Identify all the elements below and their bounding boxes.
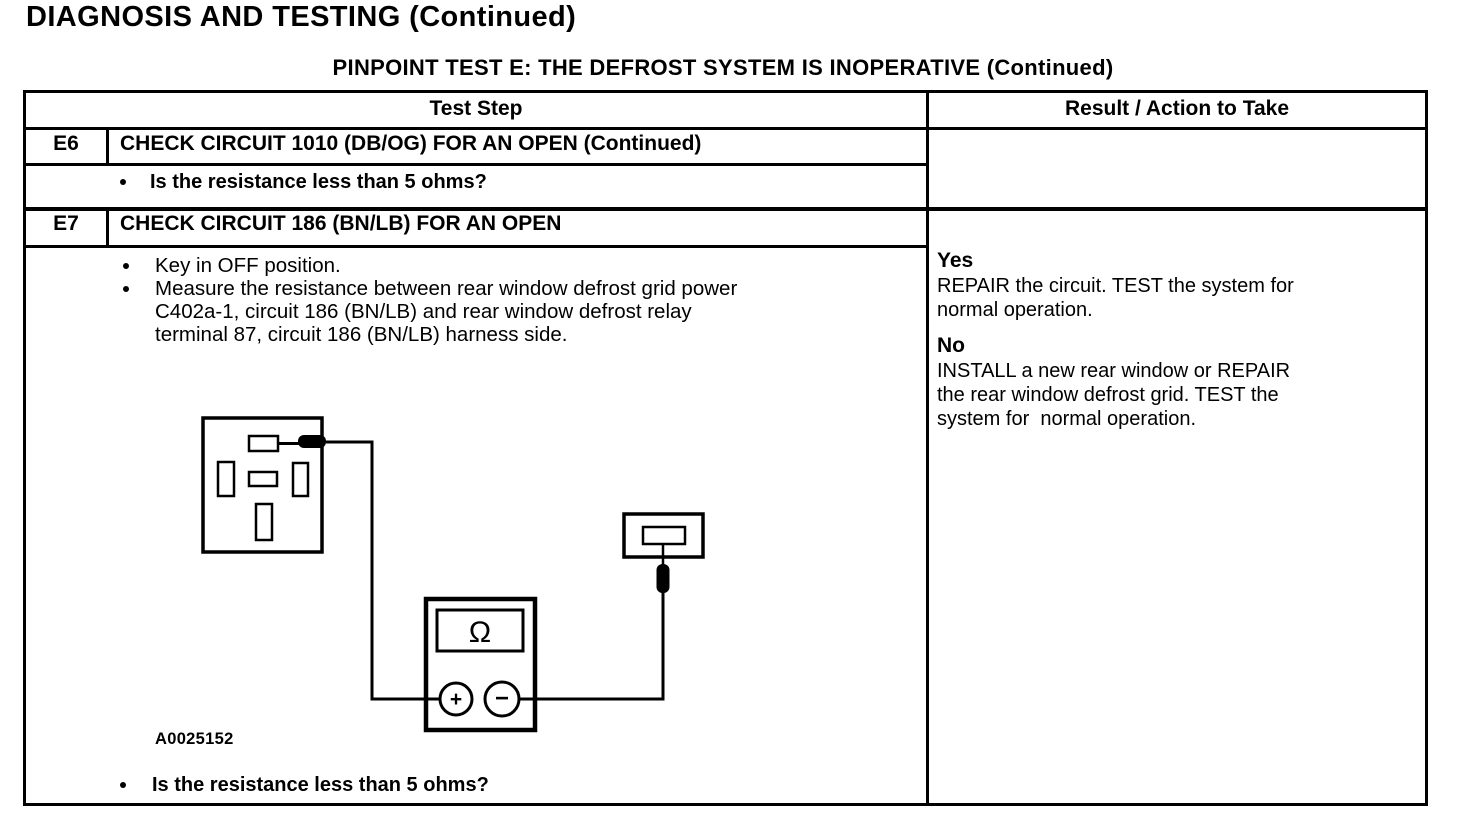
no-action-line: system for normal operation. [937, 408, 1196, 430]
bullet-icon [123, 286, 129, 292]
e6-id-cell: E6 [53, 132, 79, 155]
connector-terminal-bottom [254, 502, 274, 542]
test-probe-right [656, 564, 670, 593]
diagnostic-table: Test Step Result / Action to Take E6 CHE… [23, 90, 1428, 806]
grid-connector [622, 512, 705, 559]
no-label: No [937, 334, 965, 357]
e6-title-cell: CHECK CIRCUIT 1010 (DB/OG) FOR AN OPEN (… [120, 132, 702, 155]
yes-label: Yes [937, 249, 974, 272]
test-step-header: Test Step [429, 97, 523, 120]
e7-question: Is the resistance less than 5 ohms? [152, 774, 489, 796]
wire-right [519, 591, 665, 701]
yes-action-line: normal operation. [937, 299, 1093, 321]
e7-id-cell: E7 [53, 212, 79, 235]
e6-section-bottom-rule [26, 207, 1425, 211]
no-action: INSTALL a new rear window or REPAIR the … [937, 359, 1290, 431]
relay-connector [201, 416, 324, 554]
e7-step-2-line: C402a-1, circuit 186 (BN/LB) and rear wi… [155, 300, 692, 323]
e7-title-bottom-rule [26, 245, 926, 248]
minus-symbol: − [495, 685, 509, 712]
plus-terminal [438, 681, 474, 717]
e7-id-divider [106, 207, 109, 248]
no-action-line: the rear window defrost grid. TEST the [937, 384, 1279, 406]
test-connection-diagram: Ω + − [201, 416, 705, 733]
e7-step-2-line: terminal 87, circuit 186 (BN/LB) harness… [155, 323, 568, 346]
e6-question: Is the resistance less than 5 ohms? [150, 171, 487, 193]
result-header: Result / Action to Take [1064, 97, 1290, 120]
connector-terminal-right [291, 461, 310, 498]
e7-step-1: Key in OFF position. [155, 254, 341, 277]
e7-title-cell: CHECK CIRCUIT 186 (BN/LB) FOR AN OPEN [120, 212, 562, 235]
yes-action: REPAIR the circuit. TEST the system for … [937, 274, 1294, 322]
ohm-symbol: Ω [469, 616, 491, 649]
page-title: DIAGNOSIS AND TESTING (Continued) [26, 1, 577, 33]
ohmmeter [423, 596, 538, 733]
bullet-icon [123, 263, 129, 269]
test-probe-left [298, 435, 326, 448]
bullet-icon [120, 179, 126, 185]
bullet-icon [120, 782, 126, 788]
no-action-line: INSTALL a new rear window or REPAIR [937, 360, 1291, 382]
header-bottom-rule [26, 127, 1425, 130]
wire-left [326, 440, 441, 701]
column-divider [926, 93, 929, 803]
connector-terminal-center [247, 470, 279, 488]
grid-connector-terminal [641, 525, 687, 546]
e7-step-2: Measure the resistance between rear wind… [155, 277, 737, 346]
e7-step-2-line: Measure the resistance between rear wind… [155, 277, 738, 300]
connector-terminal-left [216, 460, 236, 498]
pinpoint-test-subtitle: PINPOINT TEST E: THE DEFROST SYSTEM IS I… [332, 55, 1114, 80]
yes-action-line: REPAIR the circuit. TEST the system for [937, 275, 1294, 297]
e6-title-bottom-rule [26, 163, 926, 166]
connector-terminal-top [247, 434, 280, 453]
figure-label: A0025152 [155, 730, 234, 748]
plus-symbol: + [450, 688, 462, 711]
ohmmeter-display [435, 608, 525, 653]
e6-id-divider [106, 127, 109, 166]
